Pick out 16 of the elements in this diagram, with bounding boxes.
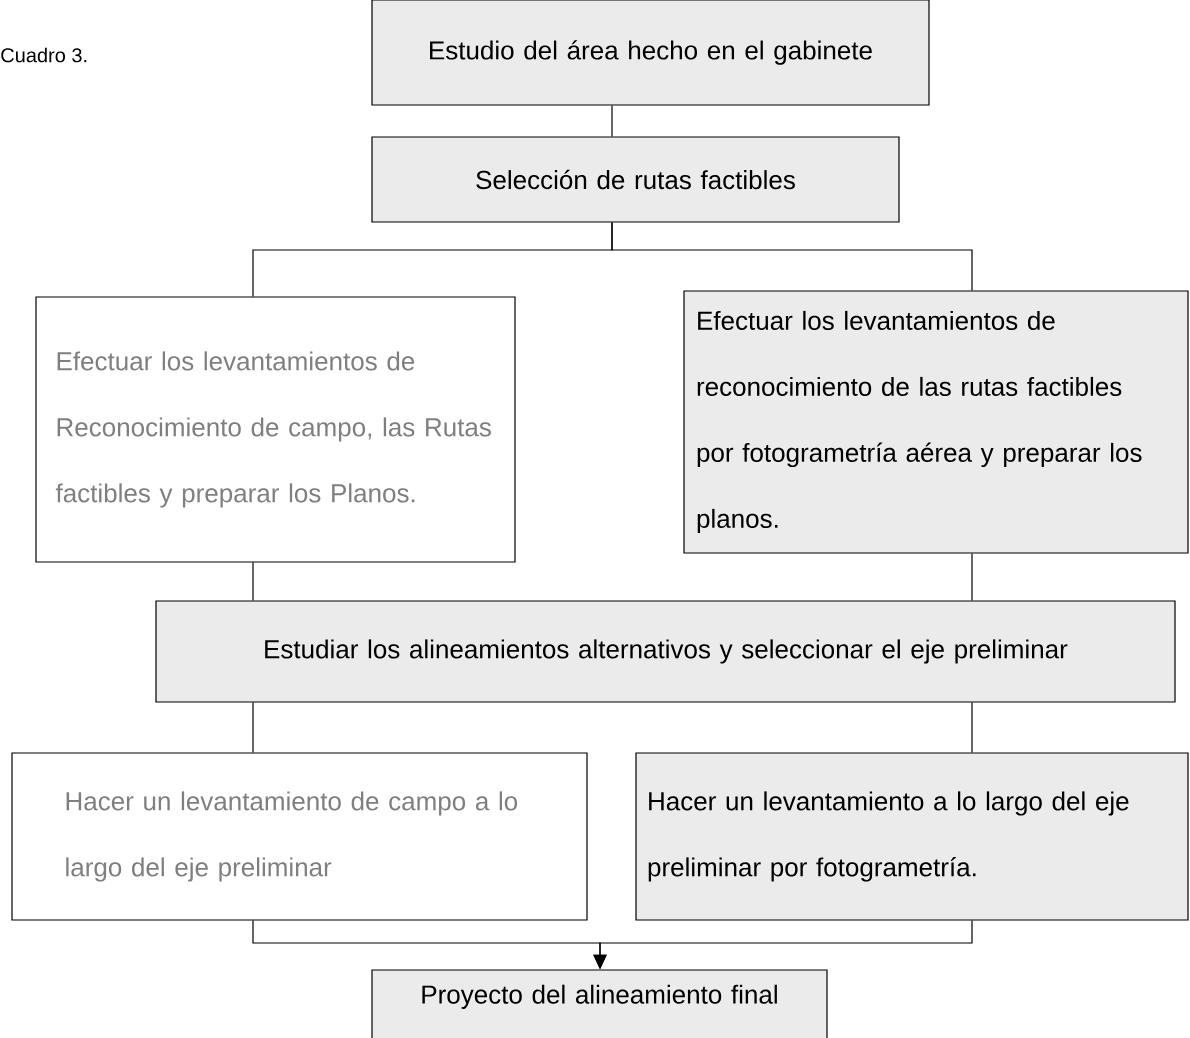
process-box: Estudiar los alineamientos alternativos y seleccionar el eje preliminar [155, 600, 1176, 703]
process-box: Hacer un levantamiento a lo largo del eje preliminar por fotogrametría. [635, 752, 1189, 921]
process-box: Efectuar los levantamientos de reconocimiento de las rutas factibles por fotogrametría aérea y preparar los planos. [683, 290, 1189, 554]
connector [611, 222, 973, 291]
process-box: Estudio del área hecho en el gabinete [371, 0, 930, 106]
node-label: Proyecto del alineamiento final [422, 984, 777, 1009]
caption-text: Cuadro 3. [1, 47, 87, 63]
connector [252, 562, 254, 601]
process-box: Efectuar los levantamientos de Reconocimiento de campo, las Rutas factibles y preparar los Planos. [35, 296, 516, 563]
process-box: Selección de rutas factibles [371, 136, 900, 223]
process-box [371, 969, 828, 1038]
process-box: Hacer un levantamiento de campo a lo largo del eje preliminar [11, 752, 588, 921]
connector [971, 553, 973, 601]
connector [252, 702, 254, 753]
connector [611, 105, 613, 137]
connector [971, 702, 973, 753]
